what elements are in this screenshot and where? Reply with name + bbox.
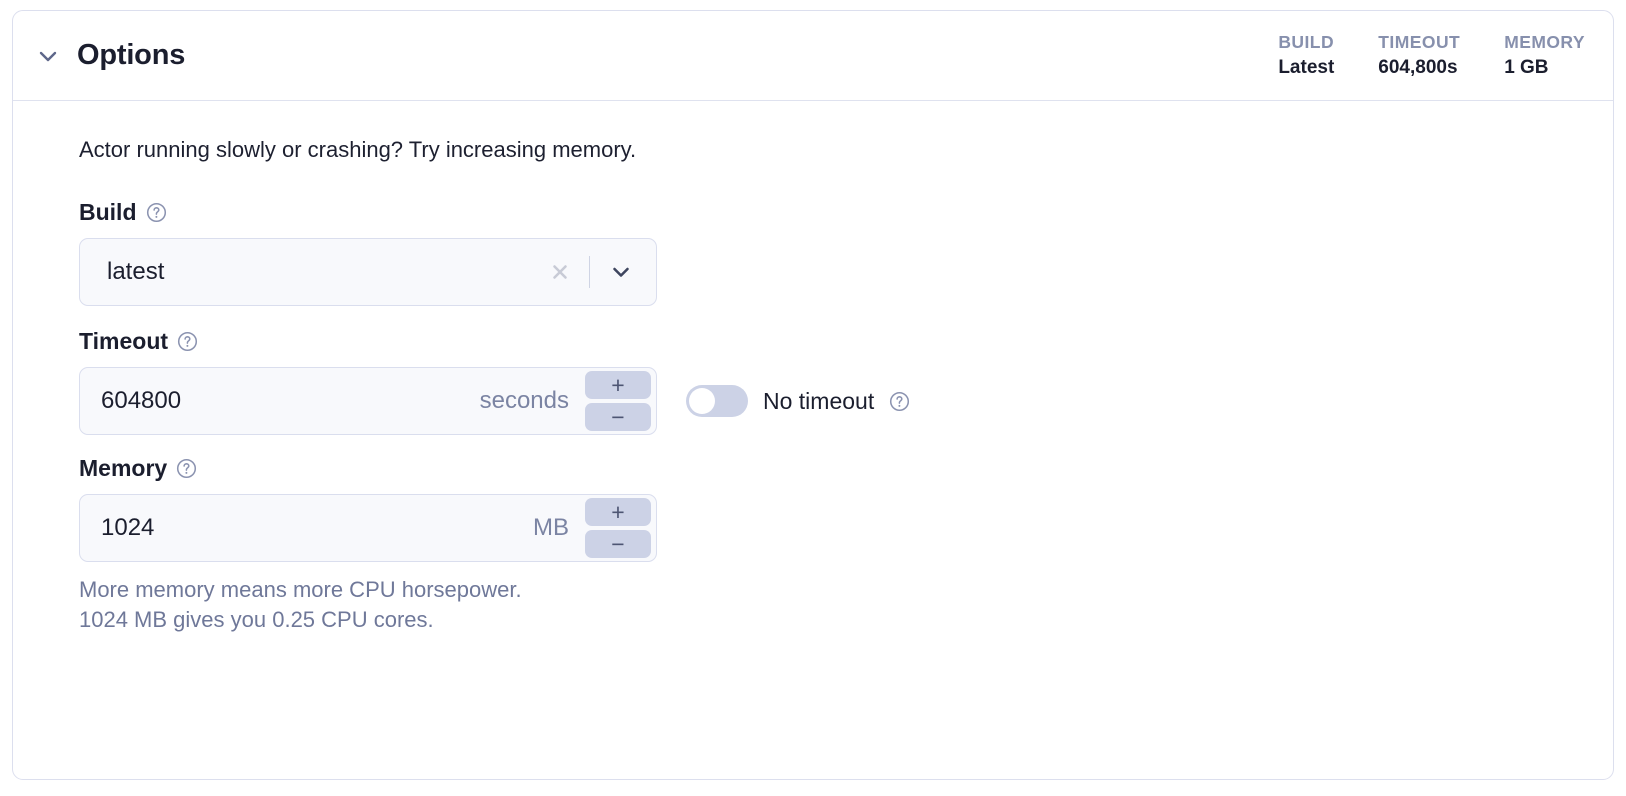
memory-increment-button[interactable]: + — [585, 498, 651, 527]
options-panel: Options BUILD Latest TIMEOUT 604,800s ME… — [12, 10, 1614, 780]
help-circle-icon[interactable] — [176, 458, 197, 479]
memory-field-group: Memory 1024 MB + − — [79, 455, 1589, 634]
memory-input-value: 1024 — [101, 514, 155, 542]
chevron-down-icon[interactable] — [604, 255, 638, 289]
build-field-group: Build latest — [79, 199, 1589, 307]
stat-memory: MEMORY 1 GB — [1460, 31, 1585, 79]
timeout-label-row: Timeout — [79, 328, 1589, 355]
header-stats: BUILD Latest TIMEOUT 604,800s MEMORY 1 G… — [1234, 31, 1589, 79]
memory-stepper: + − — [585, 498, 651, 559]
page-title: Options — [77, 39, 186, 71]
stat-memory-label: MEMORY — [1504, 32, 1585, 53]
stat-timeout-label: TIMEOUT — [1378, 32, 1461, 53]
timeout-input-value: 604800 — [101, 387, 182, 415]
memory-label-row: Memory — [79, 455, 1589, 482]
no-timeout-toggle[interactable] — [686, 385, 748, 418]
timeout-unit-label: seconds — [479, 387, 569, 415]
memory-input[interactable]: 1024 MB + − — [79, 494, 657, 563]
build-label-row: Build — [79, 199, 1589, 226]
timeout-stepper: + − — [585, 371, 651, 432]
help-circle-icon[interactable] — [889, 391, 910, 412]
memory-hint: More memory means more CPU horsepower. 1… — [79, 575, 1589, 634]
memory-decrement-button[interactable]: − — [585, 530, 651, 559]
no-timeout-label: No timeout — [763, 387, 875, 414]
build-select-value: latest — [107, 258, 165, 286]
header-left-group: Options — [35, 39, 185, 72]
stat-timeout: TIMEOUT 604,800s — [1334, 31, 1460, 79]
help-circle-icon[interactable] — [146, 202, 167, 223]
build-select[interactable]: latest — [79, 238, 657, 307]
chevron-down-icon[interactable] — [35, 43, 61, 69]
memory-hint-line-2: 1024 MB gives you 0.25 CPU cores. — [79, 606, 434, 632]
timeout-input-row: 604800 seconds + − No timeout — [79, 367, 1589, 436]
options-panel-header: Options BUILD Latest TIMEOUT 604,800s ME… — [13, 11, 1613, 101]
close-icon[interactable] — [543, 255, 577, 289]
timeout-decrement-button[interactable]: − — [585, 403, 651, 432]
stat-build: BUILD Latest — [1234, 31, 1334, 79]
memory-label: Memory — [79, 455, 168, 482]
stat-build-label: BUILD — [1278, 32, 1335, 53]
memory-unit-label: MB — [533, 514, 569, 542]
stat-memory-value: 1 GB — [1504, 56, 1549, 78]
timeout-label: Timeout — [79, 328, 169, 355]
build-label: Build — [79, 199, 137, 226]
select-separator — [588, 256, 590, 289]
timeout-field-group: Timeout 604800 seconds + — [79, 328, 1589, 436]
timeout-input[interactable]: 604800 seconds + − — [79, 367, 657, 436]
options-panel-body: Actor running slowly or crashing? Try in… — [13, 101, 1613, 634]
timeout-increment-button[interactable]: + — [585, 371, 651, 400]
stat-timeout-value: 604,800s — [1378, 56, 1458, 78]
toggle-knob — [689, 388, 715, 415]
no-timeout-toggle-group: No timeout — [686, 385, 910, 418]
stat-build-value: Latest — [1278, 56, 1335, 78]
memory-hint-line-1: More memory means more CPU horsepower. — [79, 577, 522, 603]
help-circle-icon[interactable] — [177, 331, 198, 352]
intro-text: Actor running slowly or crashing? Try in… — [79, 137, 637, 162]
